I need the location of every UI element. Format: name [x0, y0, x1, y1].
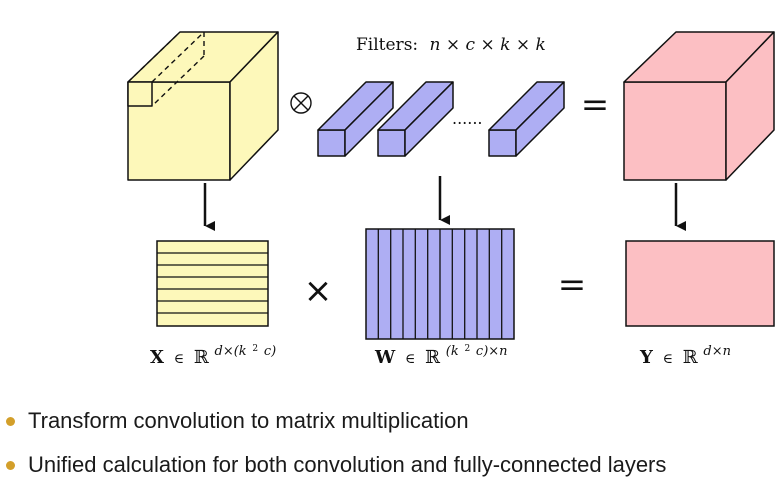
- y-real-set: ℝ: [683, 347, 699, 368]
- input-patch-window: [127, 81, 153, 107]
- filters-dims: n × c × k × k: [430, 35, 546, 55]
- bullet-item: Transform convolution to matrix multipli…: [0, 406, 469, 436]
- x-symbol: X: [150, 347, 164, 368]
- bullet-text: Unified calculation for both convolution…: [28, 452, 667, 477]
- top-equals-sign: =: [581, 85, 610, 125]
- w-symbol: W: [374, 347, 396, 368]
- bottom-equals-sign: =: [558, 265, 587, 305]
- output-feature-cube: [623, 31, 775, 181]
- w-matrix: [365, 228, 515, 340]
- w-matrix-label: W ∈ ℝ (k 2 c)×n: [374, 335, 508, 368]
- y-dims: d×n: [703, 344, 731, 359]
- x-matrix-label: X ∈ ℝ d×(k 2 c): [150, 335, 276, 368]
- x-dims-a: d×(k: [215, 344, 247, 359]
- w-dims-a: (k: [446, 344, 459, 359]
- y-symbol: Y: [639, 347, 654, 368]
- filter-bar-3: [488, 81, 565, 157]
- bullet-text: Transform convolution to matrix multipli…: [28, 408, 469, 433]
- w-dims-sq: 2: [464, 344, 470, 354]
- filters-label: Filters: n × c × k × k: [356, 35, 546, 55]
- output-cube-front: [623, 81, 727, 181]
- w-in-symbol: ∈: [405, 351, 415, 367]
- y-matrix: [625, 240, 775, 327]
- filters-label-word: Filters:: [356, 35, 418, 55]
- filters-ellipsis: ......: [452, 109, 483, 128]
- x-dims-b: c): [264, 344, 276, 359]
- convolution-operator-icon: [290, 92, 312, 114]
- input-feature-cube: [127, 31, 279, 181]
- y-matrix-label: Y ∈ ℝ d×n: [639, 344, 731, 368]
- x-dims-sq: 2: [252, 344, 258, 354]
- bullet-dot-icon: [6, 460, 15, 470]
- y-in-symbol: ∈: [663, 351, 673, 367]
- x-real-set: ℝ: [194, 347, 210, 368]
- input-patch-dashed-outline: [127, 31, 205, 107]
- x-in-symbol: ∈: [174, 351, 184, 367]
- x-matrix: [156, 240, 269, 327]
- bullet-dot-icon: [6, 416, 15, 426]
- filter-bar-1: [317, 81, 394, 157]
- input-cube-side: [229, 31, 279, 181]
- output-cube-side: [725, 31, 775, 181]
- filter-bank: [317, 81, 565, 157]
- w-real-set: ℝ: [425, 347, 441, 368]
- matmul-operator: ×: [304, 271, 333, 311]
- filter-bar-2: [377, 81, 454, 157]
- w-dims-b: c)×n: [476, 344, 508, 359]
- bullet-item: Unified calculation for both convolution…: [0, 450, 666, 480]
